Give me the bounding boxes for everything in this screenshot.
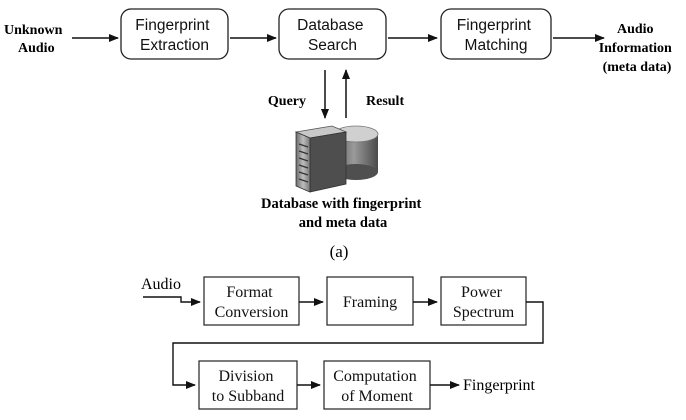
database-label: Database with fingerprint and meta data bbox=[261, 196, 425, 231]
diagram-a: Unknown Audio Fingerprint Extraction Dat… bbox=[4, 8, 676, 261]
arrow-audio-to-format bbox=[143, 296, 201, 306]
database-server-icon bbox=[294, 125, 379, 193]
box-framing bbox=[326, 276, 414, 326]
box-format-conversion-label: Format Conversion bbox=[215, 284, 289, 321]
box-power-spectrum-label: Power Spectrum bbox=[453, 284, 515, 321]
box-computation-of-moment-label: Computation of Moment bbox=[333, 368, 421, 405]
box-division-to-subband-label: Division to Subband bbox=[212, 368, 284, 405]
box-fingerprint-matching-label: Fingerprint Matching bbox=[457, 17, 535, 54]
box-format-conversion bbox=[203, 276, 300, 326]
output-label-a: Audio Information (meta data) bbox=[599, 22, 676, 75]
diagram-b: Audio Format Conversion Framing Power Sp… bbox=[141, 276, 544, 410]
arrow-power-to-division bbox=[172, 301, 544, 389]
caption-a: (a) bbox=[330, 242, 349, 261]
box-database-search-label: Database Search bbox=[297, 17, 368, 54]
box-fingerprint-matching bbox=[440, 8, 552, 60]
box-fingerprint-extraction bbox=[120, 8, 229, 60]
input-label-a: Unknown Audio bbox=[4, 23, 66, 56]
input-label-b: Audio bbox=[141, 276, 181, 293]
box-computation-of-moment bbox=[323, 360, 431, 410]
box-database-search bbox=[278, 8, 387, 60]
box-power-spectrum bbox=[440, 276, 527, 326]
box-division-to-subband bbox=[198, 360, 298, 410]
result-label: Result bbox=[366, 94, 404, 109]
box-fingerprint-extraction-label: Fingerprint Extraction bbox=[135, 17, 213, 54]
query-label: Query bbox=[268, 94, 306, 109]
box-framing-label: Framing bbox=[343, 294, 397, 311]
output-label-b: Fingerprint bbox=[463, 377, 536, 394]
